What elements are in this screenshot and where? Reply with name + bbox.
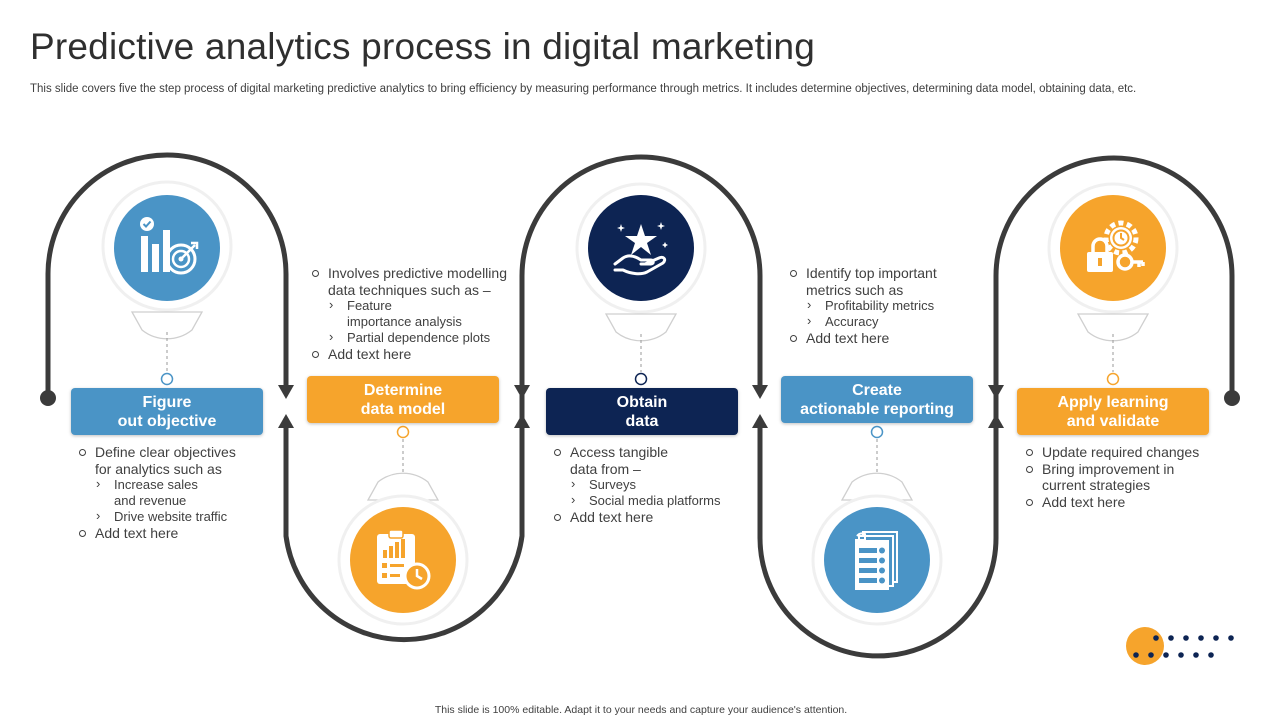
- page-title: Predictive analytics process in digital …: [30, 26, 816, 67]
- arrow-up-2: [514, 414, 530, 428]
- step-1-bullets: Define clear objectives for analytics su…: [77, 444, 277, 542]
- arrow-down-1: [278, 385, 294, 399]
- arrow-up-3: [752, 414, 768, 428]
- bullet: Add text here: [552, 509, 752, 526]
- sub-bullet: Increase sales: [77, 476, 277, 493]
- bullet-continuation: for analytics such as: [95, 460, 222, 477]
- step-1-label: Figure out objective: [71, 388, 263, 435]
- sub-bullet: Profitability metrics: [788, 297, 988, 314]
- arrow-up-1: [278, 414, 294, 428]
- track-end-dot: [1224, 390, 1240, 406]
- gear-lock-key-icon: [1060, 195, 1166, 301]
- track-arc-2: [283, 386, 525, 643]
- bullet: Add text here: [788, 330, 988, 347]
- sub-bullet-continuation: importance analysis: [347, 314, 462, 329]
- arrow-down-2: [514, 385, 530, 399]
- step-3-label: Obtain data: [546, 388, 738, 435]
- sub-bullet-continuation: and revenue: [114, 493, 187, 508]
- bar-chart-target-icon: [114, 195, 220, 301]
- page-subtitle: This slide covers five the step process …: [30, 83, 1137, 95]
- sub-bullet: Social media platforms: [552, 492, 752, 509]
- bullet-continuation: data from –: [570, 460, 641, 477]
- bullet: Add text here: [1024, 494, 1239, 511]
- step-5-label: Apply learning and validate: [1017, 388, 1209, 435]
- track-arc-4: [757, 386, 999, 659]
- hand-star-icon: [588, 195, 694, 301]
- bullet: Bring improvement in: [1024, 461, 1239, 478]
- bullet: Access tangible: [552, 444, 752, 461]
- sub-bullet: Surveys: [552, 476, 752, 493]
- arrow-down-3: [752, 385, 768, 399]
- arrow-down-4: [988, 385, 1004, 399]
- arrow-up-4: [988, 414, 1004, 428]
- bullet-continuation: metrics such as: [806, 281, 904, 298]
- sub-bullet: Feature: [310, 297, 525, 314]
- track-arc-5: [993, 155, 1235, 398]
- step-2-bullets: Involves predictive modelling data techn…: [310, 265, 525, 363]
- step-4-bullets: Identify top important metrics such as P…: [788, 265, 988, 347]
- step-4-label: Create actionable reporting: [781, 376, 973, 423]
- step-3-bullets: Access tangible data from – Surveys Soci…: [552, 444, 752, 526]
- step-2-label: Determine data model: [307, 376, 499, 423]
- track-arc-1: [45, 152, 289, 398]
- track-arc-3: [519, 154, 763, 386]
- bullet: Identify top important: [788, 265, 988, 282]
- decorative-dots: [1126, 627, 1234, 665]
- sub-bullet: Drive website traffic: [77, 508, 277, 525]
- bullet: Involves predictive modelling: [310, 265, 525, 282]
- bullet-continuation: current strategies: [1042, 477, 1151, 493]
- sub-bullet: Accuracy: [788, 313, 988, 330]
- bullet: Update required changes: [1024, 444, 1239, 461]
- footer-note: This slide is 100% editable. Adapt it to…: [434, 704, 848, 716]
- step-5-bullets: Update required changes Bring improvemen…: [1024, 444, 1239, 510]
- checklist-documents-icon: [824, 507, 930, 613]
- bullet: Add text here: [77, 525, 277, 542]
- clipboard-chart-clock-icon: [350, 507, 456, 613]
- track-start-dot: [40, 390, 56, 406]
- bullet: Define clear objectives: [77, 444, 277, 461]
- bullet-continuation: data techniques such as –: [328, 281, 491, 298]
- bullet: Add text here: [310, 346, 525, 363]
- sub-bullet: Partial dependence plots: [310, 329, 525, 346]
